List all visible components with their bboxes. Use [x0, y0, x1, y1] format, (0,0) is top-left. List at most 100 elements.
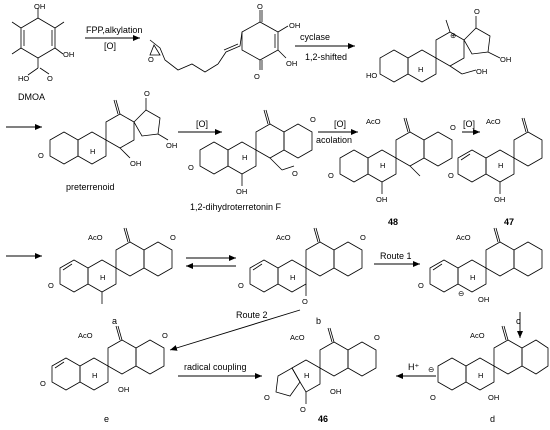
- structure-48: [339, 117, 453, 194]
- dihydro-o-ester: O: [292, 169, 298, 178]
- c48-oh: OH: [376, 195, 387, 204]
- label-c: c: [516, 316, 521, 326]
- inter1-o-ester: O: [254, 72, 260, 81]
- a-h: H: [100, 273, 105, 282]
- c48-aco: AcO: [366, 117, 381, 126]
- c-aco: AcO: [456, 233, 471, 242]
- c48-o-lactone: O: [450, 123, 456, 132]
- structure-preterrenoid: [49, 98, 169, 165]
- structure-b: [249, 227, 363, 296]
- structure-epoxyfarnesyl-dmoa: [149, 10, 289, 73]
- c-minus: ⊖: [458, 289, 464, 298]
- e-o-lactone: O: [162, 331, 168, 340]
- step-shift: 1,2-shifted: [305, 52, 347, 62]
- d-aco: AcO: [470, 331, 485, 340]
- c46-o-lactone: O: [374, 333, 380, 342]
- c47-aco: AcO: [486, 117, 501, 126]
- d-o: O: [430, 393, 436, 402]
- e-h: H: [92, 371, 97, 380]
- cation-ho: HO: [366, 71, 377, 80]
- b-o-radical: O: [302, 297, 308, 306]
- c48-o: O: [328, 171, 334, 180]
- dmoa-oh-right: OH: [63, 50, 74, 59]
- c46-aco: AcO: [290, 333, 305, 342]
- b-o: O: [238, 281, 244, 290]
- step-cyclase: cyclase: [300, 32, 330, 42]
- preterrenoid-h: H: [90, 147, 95, 156]
- cation-h: H: [418, 65, 423, 74]
- c-h: H: [470, 273, 475, 282]
- preterrenoid-oh-acid: OH: [130, 159, 141, 168]
- arrow-route-2: [169, 309, 301, 351]
- c-o: O: [418, 281, 424, 290]
- step-radical-coupling: radical coupling: [184, 362, 247, 372]
- c47-oh: OH: [494, 195, 505, 204]
- structure-46: [275, 327, 377, 404]
- step-proton: H⁺: [408, 362, 419, 372]
- cation-o: O: [474, 7, 480, 16]
- step-acolation: acolation: [316, 135, 352, 145]
- d-h: H: [478, 371, 483, 380]
- dihydro-o-lactone: O: [310, 115, 316, 124]
- label-48: 48: [388, 217, 398, 227]
- cation-oh: OH: [500, 55, 511, 64]
- step-oxidation-2: [O]: [196, 119, 208, 129]
- dihydro-h: H: [242, 153, 247, 162]
- b-h: H: [290, 273, 295, 282]
- step-oxidation-3: [O]: [463, 119, 475, 129]
- c46-h: H: [304, 371, 309, 380]
- a-o-lactone: O: [170, 233, 176, 242]
- b-aco: AcO: [276, 233, 291, 242]
- a-aco: AcO: [88, 233, 103, 242]
- label-b: b: [316, 316, 321, 326]
- preterrenoid-oh: OH: [166, 141, 177, 150]
- structure-dmoa: [11, 8, 65, 76]
- structure-c: [429, 227, 543, 293]
- d-minus: ⊖: [428, 365, 434, 374]
- c47-h: H: [498, 161, 503, 170]
- label-dihydroterretonin: 1,2-dihydroterretonin F: [190, 202, 282, 212]
- a-o: O: [48, 281, 54, 290]
- label-a: a: [112, 316, 117, 326]
- epoxide-o: O: [148, 55, 154, 64]
- c47-o: O: [448, 171, 454, 180]
- step-oxidation-acolation: [O]: [334, 119, 346, 129]
- e-aco: AcO: [78, 331, 93, 340]
- structure-carbocation: [379, 16, 501, 83]
- dmoa-o: O: [47, 74, 53, 83]
- step-oxidation-1: [O]: [104, 41, 116, 51]
- c46-o-ketone: O: [300, 405, 306, 414]
- label-preterrenoid: preterrenoid: [66, 182, 115, 192]
- b-o-lactone: O: [360, 233, 366, 242]
- c46-oh: OH: [330, 387, 341, 396]
- d-oh: OH: [488, 393, 499, 402]
- dmoa-ho: HO: [18, 74, 29, 83]
- cation-plus: ⊕: [450, 31, 456, 40]
- label-dmoa: DMOA: [18, 92, 45, 102]
- inter1-o: O: [257, 2, 263, 11]
- label-46: 46: [318, 414, 328, 424]
- inter1-oh-acid: OH: [286, 59, 297, 68]
- structure-e: [51, 325, 165, 391]
- step-route-1: Route 1: [380, 251, 412, 261]
- e-oh: OH: [118, 385, 129, 394]
- label-d: d: [490, 414, 495, 424]
- c46-o: O: [264, 393, 270, 402]
- c-oh: OH: [478, 295, 489, 304]
- e-o: O: [40, 379, 46, 388]
- c48-h: H: [380, 161, 385, 170]
- step-fpp-alkylation: FPP,alkylation: [86, 25, 142, 35]
- structure-d: [437, 325, 549, 391]
- step-route-2: Route 2: [236, 310, 268, 320]
- preterrenoid-o: O: [38, 151, 44, 160]
- dihydro-oh: OH: [236, 187, 247, 196]
- inter1-oh: OH: [289, 21, 300, 30]
- label-47: 47: [504, 217, 514, 227]
- preterrenoid-o-top: O: [144, 89, 150, 98]
- structure-a: [59, 227, 173, 304]
- dmoa-oh-top: OH: [34, 2, 45, 11]
- structure-dihydroterretonin: [199, 109, 313, 186]
- cation-oh-acid: OH: [476, 67, 487, 76]
- structure-47: [457, 117, 543, 194]
